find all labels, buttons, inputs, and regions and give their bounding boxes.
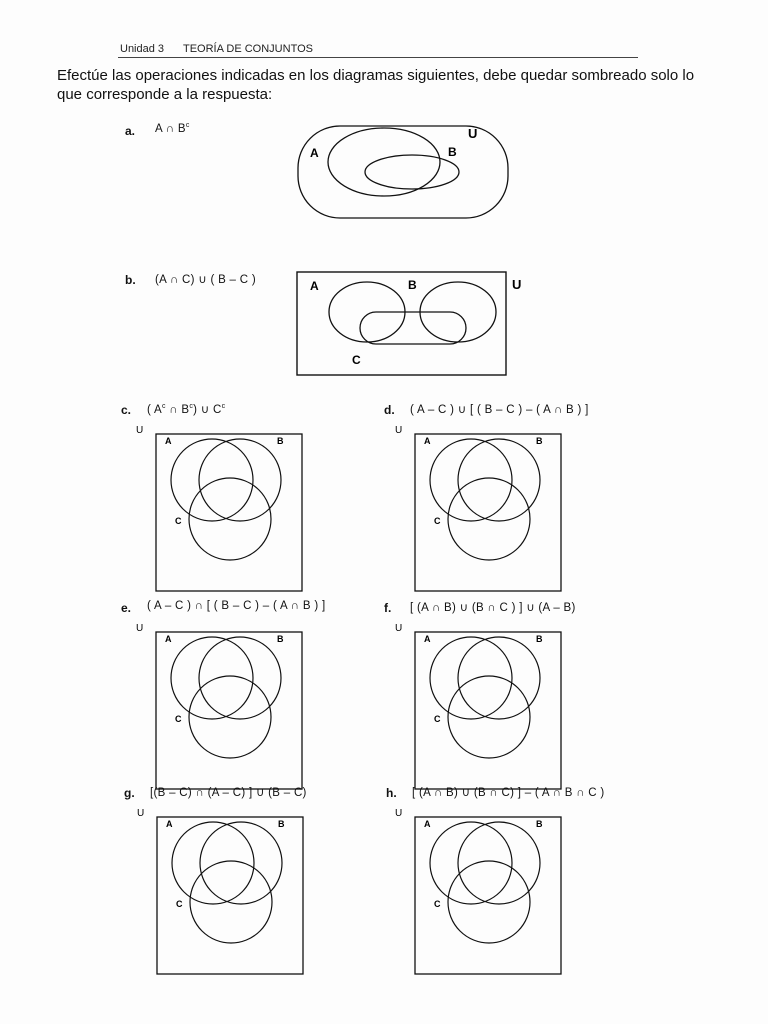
set-c-circle (447, 675, 531, 759)
header-rule (118, 57, 638, 58)
exercise-d-venn-diagram: U A B C (395, 425, 562, 592)
exercise-b-operation: (A ∩ C) ∪ ( B – C ) (155, 274, 256, 286)
label-c: C (434, 899, 441, 909)
set-c-circle (188, 675, 272, 759)
label-b: B (448, 145, 457, 159)
label-a: A (165, 436, 172, 446)
set-a-circle (429, 821, 513, 905)
label-b: B (278, 819, 285, 829)
label-a: A (424, 436, 431, 446)
set-c-capsule (359, 311, 467, 345)
label-universe: U (395, 425, 402, 436)
exercise-a-letter: a. (125, 124, 136, 138)
label-a: A (424, 634, 431, 644)
exercise-h-venn-diagram: U A B C (395, 808, 562, 975)
label-a: A (165, 634, 172, 644)
set-b-circle (457, 438, 541, 522)
exercise-b-letter: b. (125, 273, 136, 287)
exercise-e-operation: ( A – C ) ∩ [ ( B – C ) – ( A ∩ B ) ] (147, 600, 326, 612)
exercise-h-letter: h. (386, 786, 397, 800)
set-a-circle (429, 438, 513, 522)
set-b-circle (457, 636, 541, 720)
exercise-g-letter: g. (124, 786, 135, 800)
label-universe: U (512, 277, 521, 292)
set-a-ellipse (327, 127, 441, 197)
universe-rect (414, 433, 562, 592)
label-c: C (175, 714, 182, 724)
exercise-g-operation: [(B – C) ∩ (A – C) ] ∪ (B – C) (150, 787, 307, 799)
set-a-circle (171, 821, 255, 905)
label-universe: U (395, 808, 402, 819)
label-universe: U (468, 126, 477, 141)
exercise-e-letter: e. (121, 601, 132, 615)
set-b-circle (457, 821, 541, 905)
label-c: C (352, 353, 361, 367)
label-a: A (166, 819, 173, 829)
exercise-c-venn-diagram: U A B C (136, 425, 303, 592)
label-universe: U (395, 623, 402, 634)
exercise-f-venn-diagram: U A B C (395, 623, 562, 790)
universe-rect (155, 631, 303, 790)
label-b: B (408, 278, 417, 292)
set-b-circle (198, 438, 282, 522)
label-universe: U (137, 808, 144, 819)
label-b: B (536, 436, 543, 446)
set-a-circle (429, 636, 513, 720)
label-universe: U (136, 425, 143, 436)
label-b: B (277, 634, 284, 644)
set-b-circle (198, 636, 282, 720)
exercise-c-letter: c. (121, 403, 132, 417)
universe-rect (296, 271, 507, 376)
set-c-circle (447, 477, 531, 561)
set-a-circle (170, 636, 254, 720)
set-b-ellipse (364, 154, 460, 190)
universe-rect (414, 631, 562, 790)
universe-rounded-box (297, 125, 509, 219)
label-b: B (277, 436, 284, 446)
exercise-e-venn-diagram: U A B C (136, 623, 303, 790)
exercise-f-operation: [ (A ∩ B) ∪ (B ∩ C ) ] ∪ (A – B) (410, 602, 576, 614)
exercise-h-operation: [ (A ∩ B) ∪ (B ∩ C) ] – ( A ∩ B ∩ C ) (412, 787, 605, 799)
label-c: C (434, 516, 441, 526)
label-a: A (310, 146, 319, 160)
instructions-text: Efectúe las operaciones indicadas en los… (57, 67, 695, 103)
universe-rect (155, 433, 303, 592)
label-c: C (175, 516, 182, 526)
label-universe: U (136, 623, 143, 634)
exercise-d-letter: d. (384, 403, 395, 417)
set-a-circle (170, 438, 254, 522)
exercise-f-letter: f. (384, 601, 392, 615)
label-b: B (536, 819, 543, 829)
topic-title: TEORÍA DE CONJUNTOS (183, 43, 313, 55)
label-c: C (434, 714, 441, 724)
unit-label: Unidad 3 (120, 43, 165, 55)
universe-rect (156, 816, 304, 975)
set-c-circle (188, 477, 272, 561)
exercise-g-venn-diagram: U A B C (137, 808, 304, 975)
set-c-circle (189, 860, 273, 944)
exercise-c-operation: ( Ac ∩ Bc) ∪ Cc (147, 403, 226, 416)
exercise-b-venn-diagram: A B C U (296, 271, 521, 376)
label-c: C (176, 899, 183, 909)
exercise-d-operation: ( A – C ) ∪ [ ( B – C ) – ( A ∩ B ) ] (410, 404, 589, 416)
label-a: A (310, 279, 319, 293)
set-c-circle (447, 860, 531, 944)
exercise-a-operation: A ∩ Bc (155, 122, 190, 135)
universe-rect (414, 816, 562, 975)
label-b: B (536, 634, 543, 644)
exercise-a-venn-diagram: A B U (297, 125, 509, 219)
label-a: A (424, 819, 431, 829)
set-b-circle (199, 821, 283, 905)
